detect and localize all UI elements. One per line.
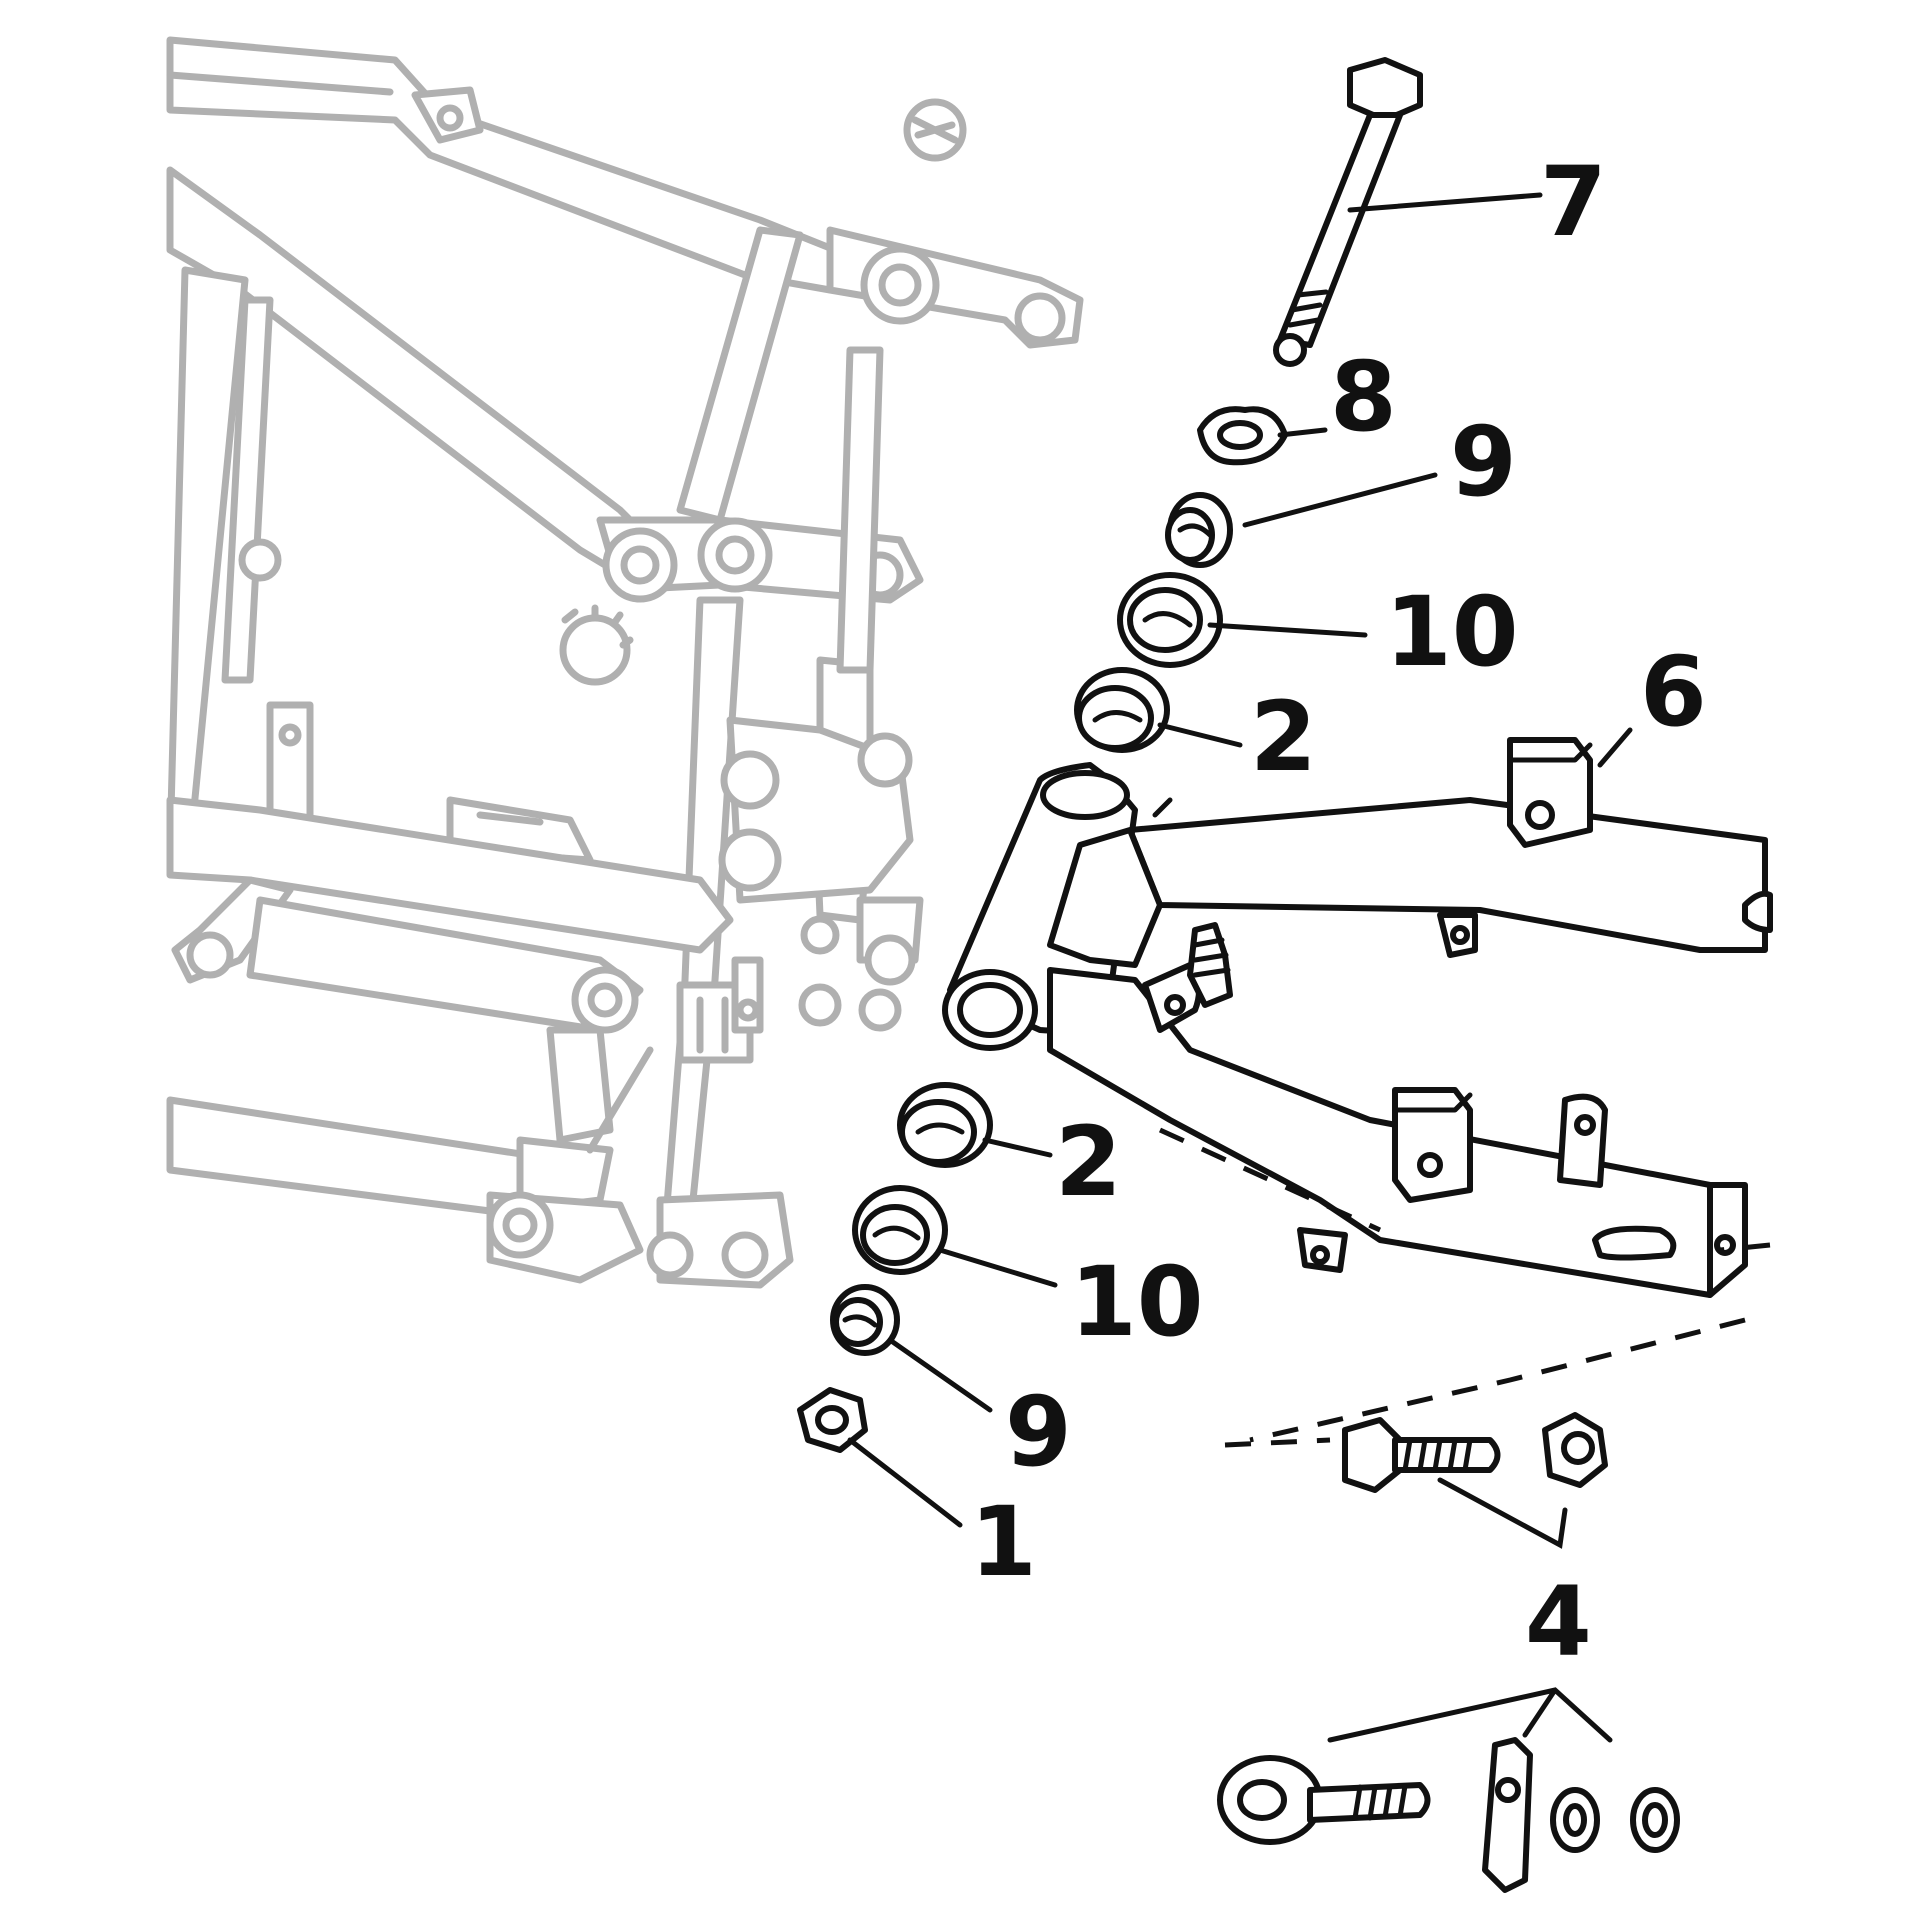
callout-4: 4 — [1525, 1566, 1592, 1678]
callout-labels: 7 8 9 10 6 2 2 10 9 1 4 — [970, 146, 1707, 1678]
spacer-bottom — [830, 1284, 900, 1356]
callout-9-top: 9 — [1450, 406, 1517, 518]
axis-line-bolt — [1224, 1242, 1771, 1448]
spacer-top — [1165, 492, 1233, 568]
axis-line-pivot — [1158, 1127, 1382, 1233]
callout-10-bottom: 10 — [1070, 1246, 1204, 1358]
bush-bottom — [852, 1185, 948, 1275]
motorcycle-frame-illustration — [166, 36, 1084, 1289]
callout-10-top: 10 — [1385, 576, 1519, 688]
callout-2-top: 2 — [1250, 681, 1317, 793]
swinging-arm — [942, 737, 1773, 1298]
chain-adjuster-set — [1217, 1737, 1680, 1893]
callout-8: 8 — [1330, 341, 1397, 453]
bush-top — [1117, 572, 1223, 668]
dust-cap-bottom — [897, 1082, 993, 1168]
leader-lines — [847, 192, 1633, 1743]
dust-cap-top — [1074, 667, 1170, 753]
tab-washer — [1197, 406, 1288, 466]
callout-6: 6 — [1640, 636, 1707, 748]
callout-2-bottom: 2 — [1055, 1106, 1122, 1218]
chain-adjuster-bolt-and-nut — [1342, 1412, 1608, 1493]
pivot-nut — [797, 1387, 868, 1453]
callout-9-bottom: 9 — [1005, 1376, 1072, 1488]
callout-1: 1 — [970, 1486, 1037, 1598]
callout-7: 7 — [1540, 146, 1607, 258]
pivot-bolt — [1273, 57, 1423, 367]
